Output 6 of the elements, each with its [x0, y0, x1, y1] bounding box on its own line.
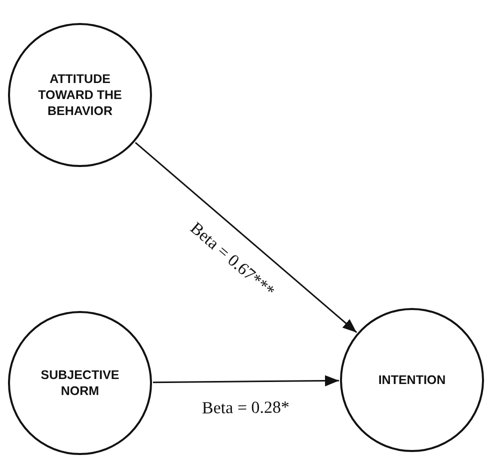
arrow: [134, 142, 358, 334]
node-label: SUBJECTIVE NORM: [40, 366, 120, 400]
node-label: INTENTION: [377, 372, 447, 388]
node-label: ATTITUDE TOWARD THE BEHAVIOR: [37, 70, 123, 120]
arrow: [152, 375, 340, 386]
edge-label: Beta = 0.28*: [202, 397, 290, 418]
